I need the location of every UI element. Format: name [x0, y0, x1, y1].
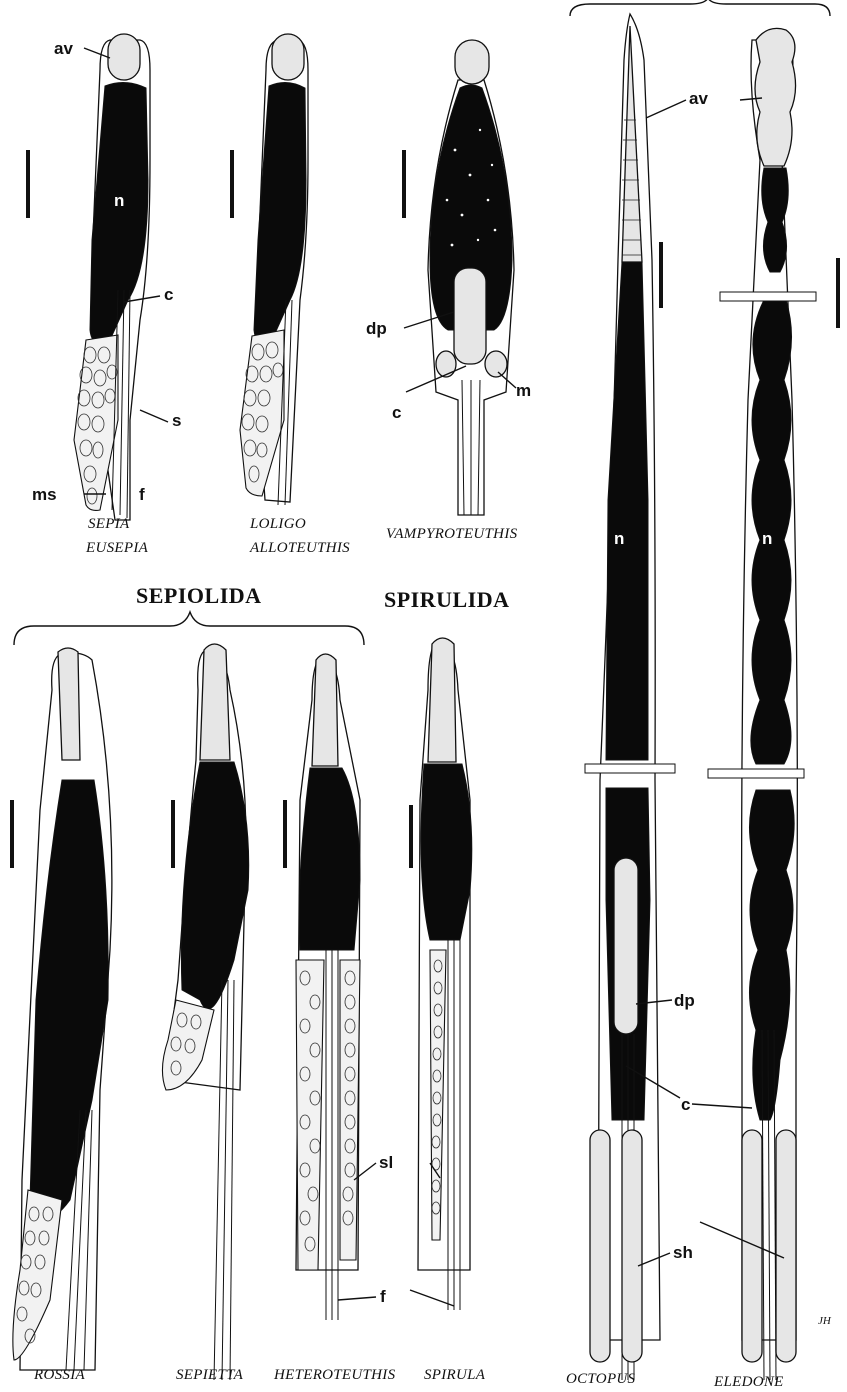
- label-ms-sepia: ms: [32, 485, 57, 504]
- genus-label-eledone: ELEDONE: [713, 1374, 784, 1390]
- sperm-heteroteuthis: [296, 654, 360, 1320]
- label-c-sepia: c: [164, 285, 173, 304]
- group-label-sepiolida: SEPIOLIDA: [136, 583, 262, 608]
- octopoda-brace: [570, 0, 830, 16]
- sperm-sepietta: [162, 644, 248, 1380]
- sperm-spirula: [418, 638, 472, 1310]
- label-sh-octopus: sh: [673, 1243, 693, 1262]
- label-dp-octopus: dp: [674, 991, 695, 1010]
- genus-label-rossia: ROSSIA: [33, 1367, 85, 1383]
- sperm-loligo: [240, 34, 308, 505]
- label-m-vampyroteuthis: m: [516, 381, 531, 400]
- label-dp-vampyroteuthis: dp: [366, 319, 387, 338]
- genus-label-vampyroteuthis: VAMPYROTEUTHIS: [386, 526, 518, 542]
- genus-label-heteroteuthis: HETEROTEUTHIS: [273, 1367, 396, 1383]
- label-av-octopus: av: [689, 89, 708, 108]
- sepiolida-brace: [14, 612, 364, 645]
- artist-signature: JH: [818, 1315, 832, 1327]
- label-n-octopus: n: [614, 529, 624, 548]
- label-av-sepia: av: [54, 39, 73, 58]
- label-n-sepia: n: [114, 191, 124, 210]
- genus-label-sepietta: SEPIETTA: [176, 1367, 244, 1383]
- sperm-rossia: [13, 648, 112, 1370]
- sperm-eledone: [742, 28, 798, 1380]
- label-n-eledone: n: [762, 529, 772, 548]
- label-s-sepia: s: [172, 411, 181, 430]
- genus-label-eusepia: EUSEPIA: [85, 540, 149, 556]
- label-f-sepiolida: f: [380, 1287, 386, 1306]
- label-f-sepia: f: [139, 485, 145, 504]
- sperm-octopus: [590, 14, 660, 1380]
- label-c-octopus: c: [681, 1095, 690, 1114]
- genus-label-sepia: SEPIA: [88, 516, 130, 532]
- group-label-spirulida: SPIRULIDA: [384, 587, 510, 612]
- genus-label-alloteuthis: ALLOTEUTHIS: [249, 540, 350, 556]
- genus-label-spirula: SPIRULA: [424, 1367, 486, 1383]
- label-sl-heteroteuthis: sl: [379, 1153, 393, 1172]
- genus-label-octopus: OCTOPUS: [566, 1371, 636, 1387]
- sperm-sepia: [74, 34, 150, 520]
- genus-label-loligo: LOLIGO: [249, 516, 306, 532]
- sperm-vampyroteuthis: [428, 40, 514, 515]
- label-c-vampyroteuthis: c: [392, 403, 401, 422]
